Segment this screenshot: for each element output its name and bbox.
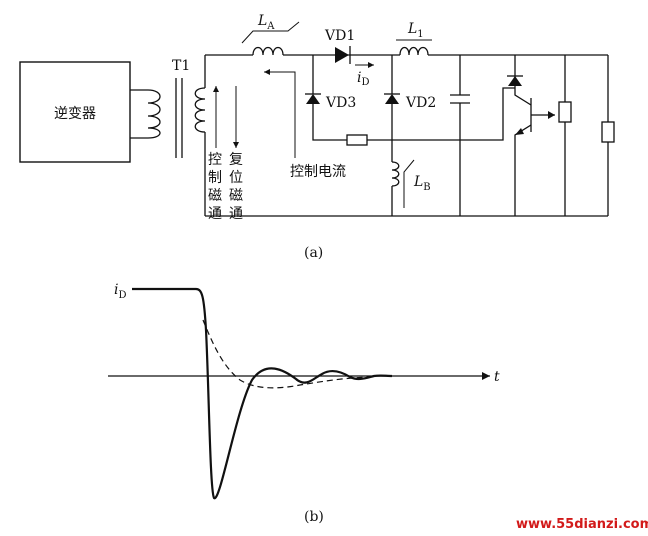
svg-text:制: 制	[208, 170, 222, 186]
inductor-l1-label: L1	[407, 21, 424, 40]
inductor-la: LA	[241, 13, 300, 56]
control-flux-label: 控 制 磁 通	[208, 152, 222, 222]
inverter-label: 逆变器	[54, 106, 96, 122]
reset-flux-label: 复 位 磁 通	[229, 151, 243, 222]
svg-text:通: 通	[229, 206, 243, 222]
inductor-la-label: LA	[257, 13, 275, 32]
caption-b: (b)	[304, 509, 324, 525]
inductor-lb-label: LB	[413, 174, 431, 193]
potentiometer	[558, 55, 572, 216]
capacitor	[450, 55, 470, 216]
time-axis-arrowhead	[482, 372, 490, 380]
waveform-plot: t iD (b)	[108, 282, 500, 525]
inductor-l1: L1	[396, 21, 432, 56]
time-axis-label: t	[494, 369, 500, 385]
svg-text:磁: 磁	[208, 188, 222, 204]
inverter-box: 逆变器	[19, 61, 148, 163]
svg-text:复: 复	[229, 151, 243, 168]
diode-vd3: VD3	[305, 55, 356, 141]
dashed-waveform	[202, 319, 371, 389]
svg-text:位: 位	[229, 170, 243, 186]
current-id-marker: iD	[355, 62, 374, 88]
inductor-lb: LB	[391, 159, 431, 216]
diode-vd2-label: VD2	[405, 95, 436, 111]
current-id-label: iD	[357, 70, 370, 88]
transformer-t1: T1	[147, 55, 206, 216]
svg-text:通: 通	[208, 206, 222, 222]
solid-waveform	[132, 287, 393, 500]
diode-vd1-label: VD1	[324, 28, 355, 44]
diode-vd2: VD2	[384, 55, 436, 162]
diode-vd1: VD1	[324, 28, 355, 64]
circuit-diagram: 逆变器 T1 LA V	[19, 13, 615, 261]
transformer-label: T1	[172, 58, 190, 74]
watermark: www.55dianzi.com	[516, 517, 648, 532]
svg-text:磁: 磁	[229, 188, 243, 204]
diode-vd3-label: VD3	[325, 95, 356, 111]
control-current-label: 控制电流	[290, 164, 346, 180]
id-axis-label: iD	[114, 282, 127, 301]
series-resistor	[346, 134, 368, 146]
caption-a: (a)	[304, 245, 323, 261]
transistor	[502, 55, 555, 216]
load-resistor	[601, 55, 615, 216]
control-current-path	[264, 69, 296, 158]
svg-text:控: 控	[208, 152, 222, 168]
